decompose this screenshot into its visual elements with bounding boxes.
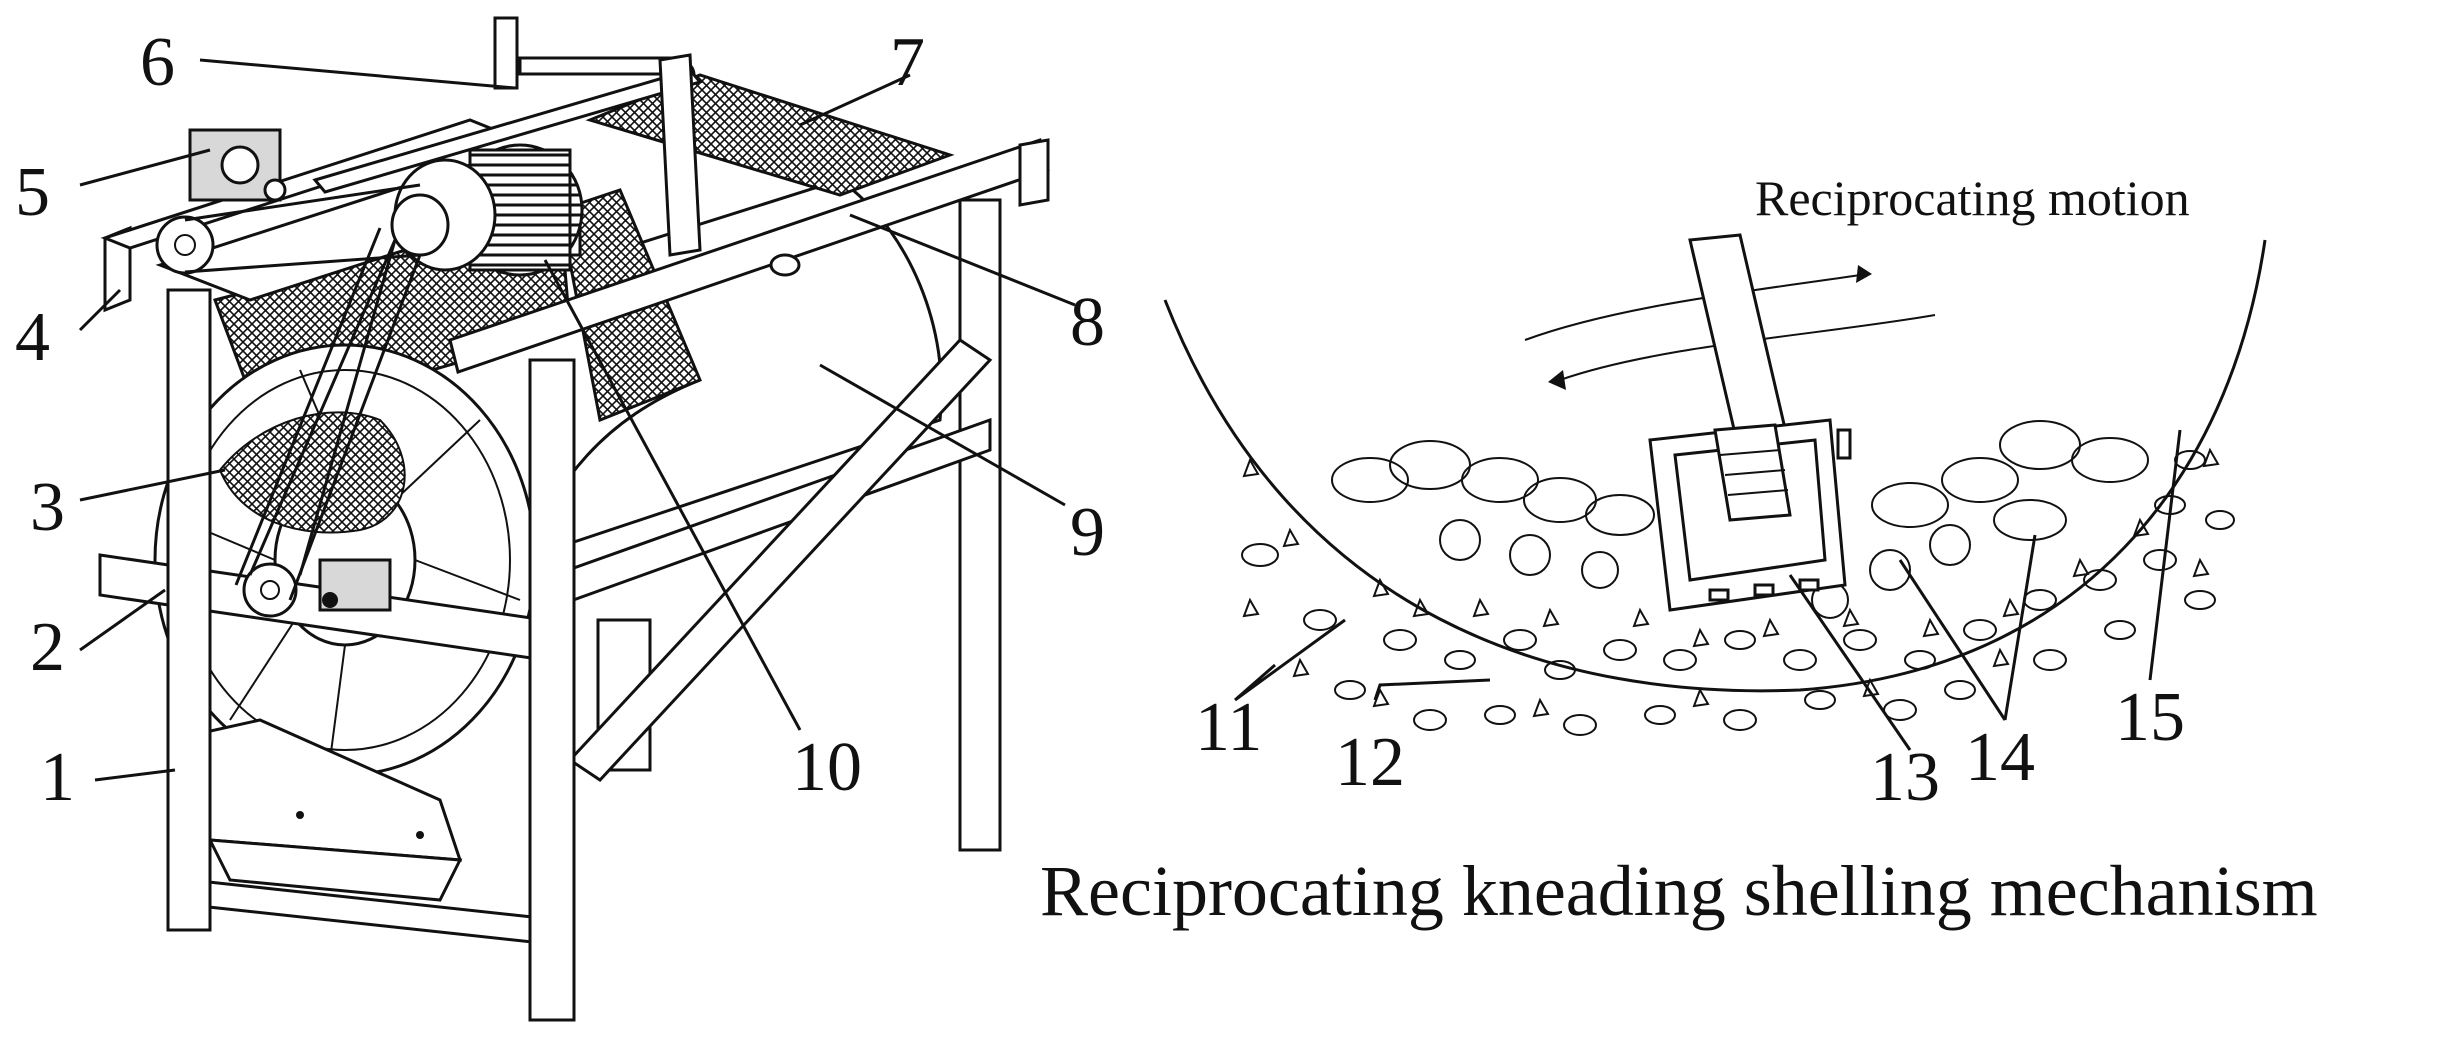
- mechanism-leader-lines: [1234, 429, 2182, 751]
- label-8: 8: [1070, 284, 1105, 361]
- figure-caption: Reciprocating kneading shelling mechanis…: [1040, 851, 2318, 931]
- label-2: 2: [30, 609, 65, 686]
- rubbing-block: [1648, 233, 1852, 612]
- label-1: 1: [40, 739, 75, 816]
- label-9: 9: [1070, 494, 1105, 571]
- label-4: 4: [15, 299, 50, 376]
- drum-arc: [1163, 239, 2267, 693]
- label-15: 15: [2115, 679, 2185, 756]
- shelling-machine-drawing: 1 2 3 4 5 6 7 8 9 10: [15, 16, 1105, 1022]
- leader-lines: [78, 58, 1076, 782]
- label-13: 13: [1870, 739, 1940, 816]
- motion-label: Reciprocating motion: [1755, 170, 2190, 226]
- label-12: 12: [1335, 724, 1405, 801]
- front-legs: [166, 288, 576, 1022]
- electric-motor: [390, 143, 584, 277]
- reducer: [188, 128, 287, 202]
- label-6: 6: [140, 24, 175, 101]
- belt-drive: [155, 183, 422, 618]
- bearing-seat: [318, 558, 392, 612]
- kneading-mechanism-detail: Reciprocating motion: [1040, 170, 2318, 931]
- label-11: 11: [1195, 689, 1262, 766]
- drum-knob: [769, 253, 801, 277]
- label-3: 3: [30, 469, 65, 546]
- crank-shaft: [312, 53, 703, 257]
- label-10: 10: [792, 729, 862, 806]
- label-5: 5: [15, 154, 50, 231]
- label-7: 7: [890, 24, 925, 101]
- label-14: 14: [1965, 719, 2035, 796]
